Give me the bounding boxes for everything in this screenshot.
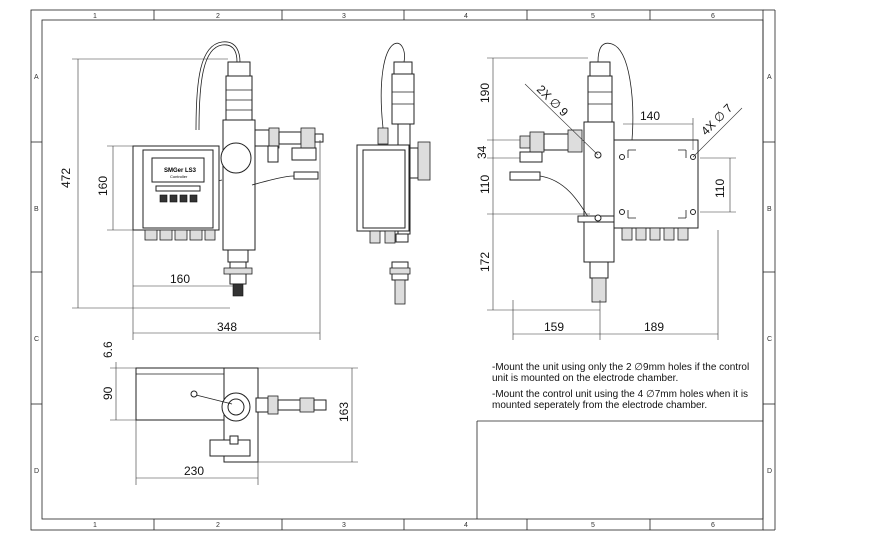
top-view bbox=[110, 362, 358, 485]
display-brand: SMGer LS3 bbox=[164, 168, 197, 174]
dim-172: 172 bbox=[478, 252, 492, 272]
col-label: 3 bbox=[342, 522, 346, 529]
row-label: D bbox=[34, 468, 39, 475]
col-label: 1 bbox=[93, 13, 97, 20]
hole-2x-9: 2X ∅ 9 bbox=[534, 82, 571, 119]
col-label: 1 bbox=[93, 522, 97, 529]
col-label: 5 bbox=[591, 522, 595, 529]
note-mount-4-holes: -Mount the control unit using the 4 ∅7mm… bbox=[492, 389, 749, 411]
dim-width-total: 348 bbox=[217, 320, 237, 334]
dim-width-box: 160 bbox=[170, 272, 190, 286]
note-mount-2-holes: -Mount the unit using only the 2 ∅9mm ho… bbox=[492, 362, 750, 384]
col-label: 6 bbox=[711, 13, 715, 20]
top-ruler bbox=[31, 9, 776, 531]
dim-90: 90 bbox=[101, 386, 115, 400]
col-label: 6 bbox=[711, 522, 715, 529]
row-label: C bbox=[767, 336, 772, 343]
dim-159: 159 bbox=[544, 320, 564, 334]
row-label: A bbox=[767, 74, 772, 81]
row-label: D bbox=[767, 468, 772, 475]
dim-34: 34 bbox=[475, 145, 489, 159]
dim-163: 163 bbox=[337, 402, 351, 422]
row-label: B bbox=[34, 206, 39, 213]
front-view: SMGer LS3 Controller bbox=[72, 41, 324, 340]
dim-140: 140 bbox=[640, 109, 660, 123]
dim-6-6: 6.6 bbox=[101, 341, 115, 358]
dim-230: 230 bbox=[184, 464, 204, 478]
row-label: B bbox=[767, 206, 772, 213]
hole-4x-7: 4X ∅ 7 bbox=[698, 101, 735, 138]
col-label: 5 bbox=[591, 13, 595, 20]
dim-110-left: 110 bbox=[478, 175, 492, 194]
rear-view bbox=[487, 42, 743, 340]
col-label: 2 bbox=[216, 13, 220, 20]
row-label: C bbox=[34, 336, 39, 343]
dim-height-box: 160 bbox=[96, 176, 110, 196]
dim-110-right: 110 bbox=[713, 179, 727, 198]
col-label: 4 bbox=[464, 13, 468, 20]
display-sub: Controller bbox=[170, 174, 188, 179]
side-view bbox=[356, 42, 431, 305]
dim-189: 189 bbox=[644, 320, 664, 334]
dim-height-total: 472 bbox=[59, 168, 73, 188]
col-label: 3 bbox=[342, 13, 346, 20]
title-block bbox=[476, 420, 763, 519]
col-label: 2 bbox=[216, 522, 220, 529]
dim-190: 190 bbox=[478, 83, 492, 103]
col-label: 4 bbox=[464, 522, 468, 529]
inner-frame bbox=[41, 19, 764, 520]
row-label: A bbox=[34, 74, 39, 81]
